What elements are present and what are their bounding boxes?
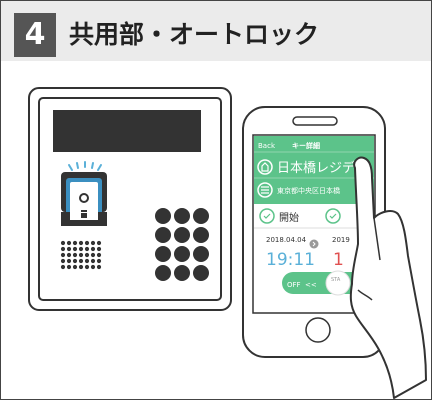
screen-title: キー詳細 [292, 141, 320, 150]
property-address: 東京都中央区日本橋 [277, 186, 340, 195]
grille-hole [72, 252, 78, 258]
grille-hole [78, 264, 84, 270]
toggle-arrows: << [305, 281, 317, 289]
end-date: 2019 [332, 236, 350, 244]
grille-hole [90, 264, 96, 270]
end-time: 1 [333, 250, 344, 270]
list-icon [257, 182, 273, 198]
clock-icon [325, 208, 341, 224]
keypad-key[interactable] [193, 265, 209, 281]
grille-hole [66, 264, 72, 270]
clock-icon [259, 208, 275, 224]
keypad-key[interactable] [193, 246, 209, 262]
card-reader-icon[interactable] [61, 161, 107, 226]
grille-hole [90, 246, 96, 252]
grille-hole [96, 258, 102, 264]
keypad-key[interactable] [155, 227, 171, 243]
grille-hole [96, 246, 102, 252]
grille-hole [66, 252, 72, 258]
keypad-key[interactable] [193, 227, 209, 243]
grille-hole [60, 246, 66, 252]
keypad-icon[interactable] [155, 208, 209, 281]
grille-hole [60, 264, 66, 270]
home-button[interactable] [305, 317, 331, 343]
step-header: 4 共用部・オートロック [1, 1, 431, 61]
grille-hole [60, 252, 66, 258]
keypad-key[interactable] [174, 208, 190, 224]
grille-hole [66, 240, 72, 246]
grille-hole [72, 246, 78, 252]
keypad-key[interactable] [155, 246, 171, 262]
intercom-panel [28, 87, 232, 311]
grille-hole [90, 258, 96, 264]
grille-hole [84, 240, 90, 246]
grille-hole [78, 240, 84, 246]
chevron-right-icon [309, 239, 319, 249]
keypad-key[interactable] [155, 265, 171, 281]
grille-hole [84, 258, 90, 264]
start-date: 2018.04.04 [266, 236, 307, 244]
illustration: Back キー詳細 日本橋レジデン 東京都中央区日本橋 開始 2018.04.0… [28, 87, 427, 399]
back-link[interactable]: Back [258, 142, 276, 150]
grille-hole [72, 240, 78, 246]
grille-hole [66, 258, 72, 264]
intercom-display [53, 110, 201, 152]
building-icon [257, 159, 273, 175]
grille-hole [78, 246, 84, 252]
toggle-start-label: STA [331, 277, 341, 283]
grille-hole [72, 264, 78, 270]
grille-hole [96, 264, 102, 270]
start-time: 19:11 [266, 250, 315, 270]
grille-hole [60, 258, 66, 264]
keypad-key[interactable] [174, 246, 190, 262]
grille-hole [84, 252, 90, 258]
grille-hole [84, 246, 90, 252]
start-label: 開始 [279, 211, 299, 224]
grille-hole [78, 252, 84, 258]
grille-hole [60, 240, 66, 246]
grille-hole [84, 264, 90, 270]
property-name: 日本橋レジデン [277, 160, 368, 176]
speaker-grille-icon [60, 240, 102, 270]
keypad-key[interactable] [174, 265, 190, 281]
keypad-key[interactable] [155, 208, 171, 224]
keypad-key[interactable] [174, 227, 190, 243]
grille-hole [78, 258, 84, 264]
earpiece [292, 116, 338, 126]
grille-hole [96, 252, 102, 258]
grille-hole [90, 240, 96, 246]
grille-hole [66, 246, 72, 252]
grille-hole [96, 240, 102, 246]
keypad-key[interactable] [193, 208, 209, 224]
toggle-off-label: OFF [287, 281, 301, 289]
grille-hole [72, 258, 78, 264]
step-title: 共用部・オートロック [69, 20, 320, 49]
hand-illustration [349, 156, 427, 399]
grille-hole [90, 252, 96, 258]
step-number-badge: 4 [14, 13, 56, 57]
